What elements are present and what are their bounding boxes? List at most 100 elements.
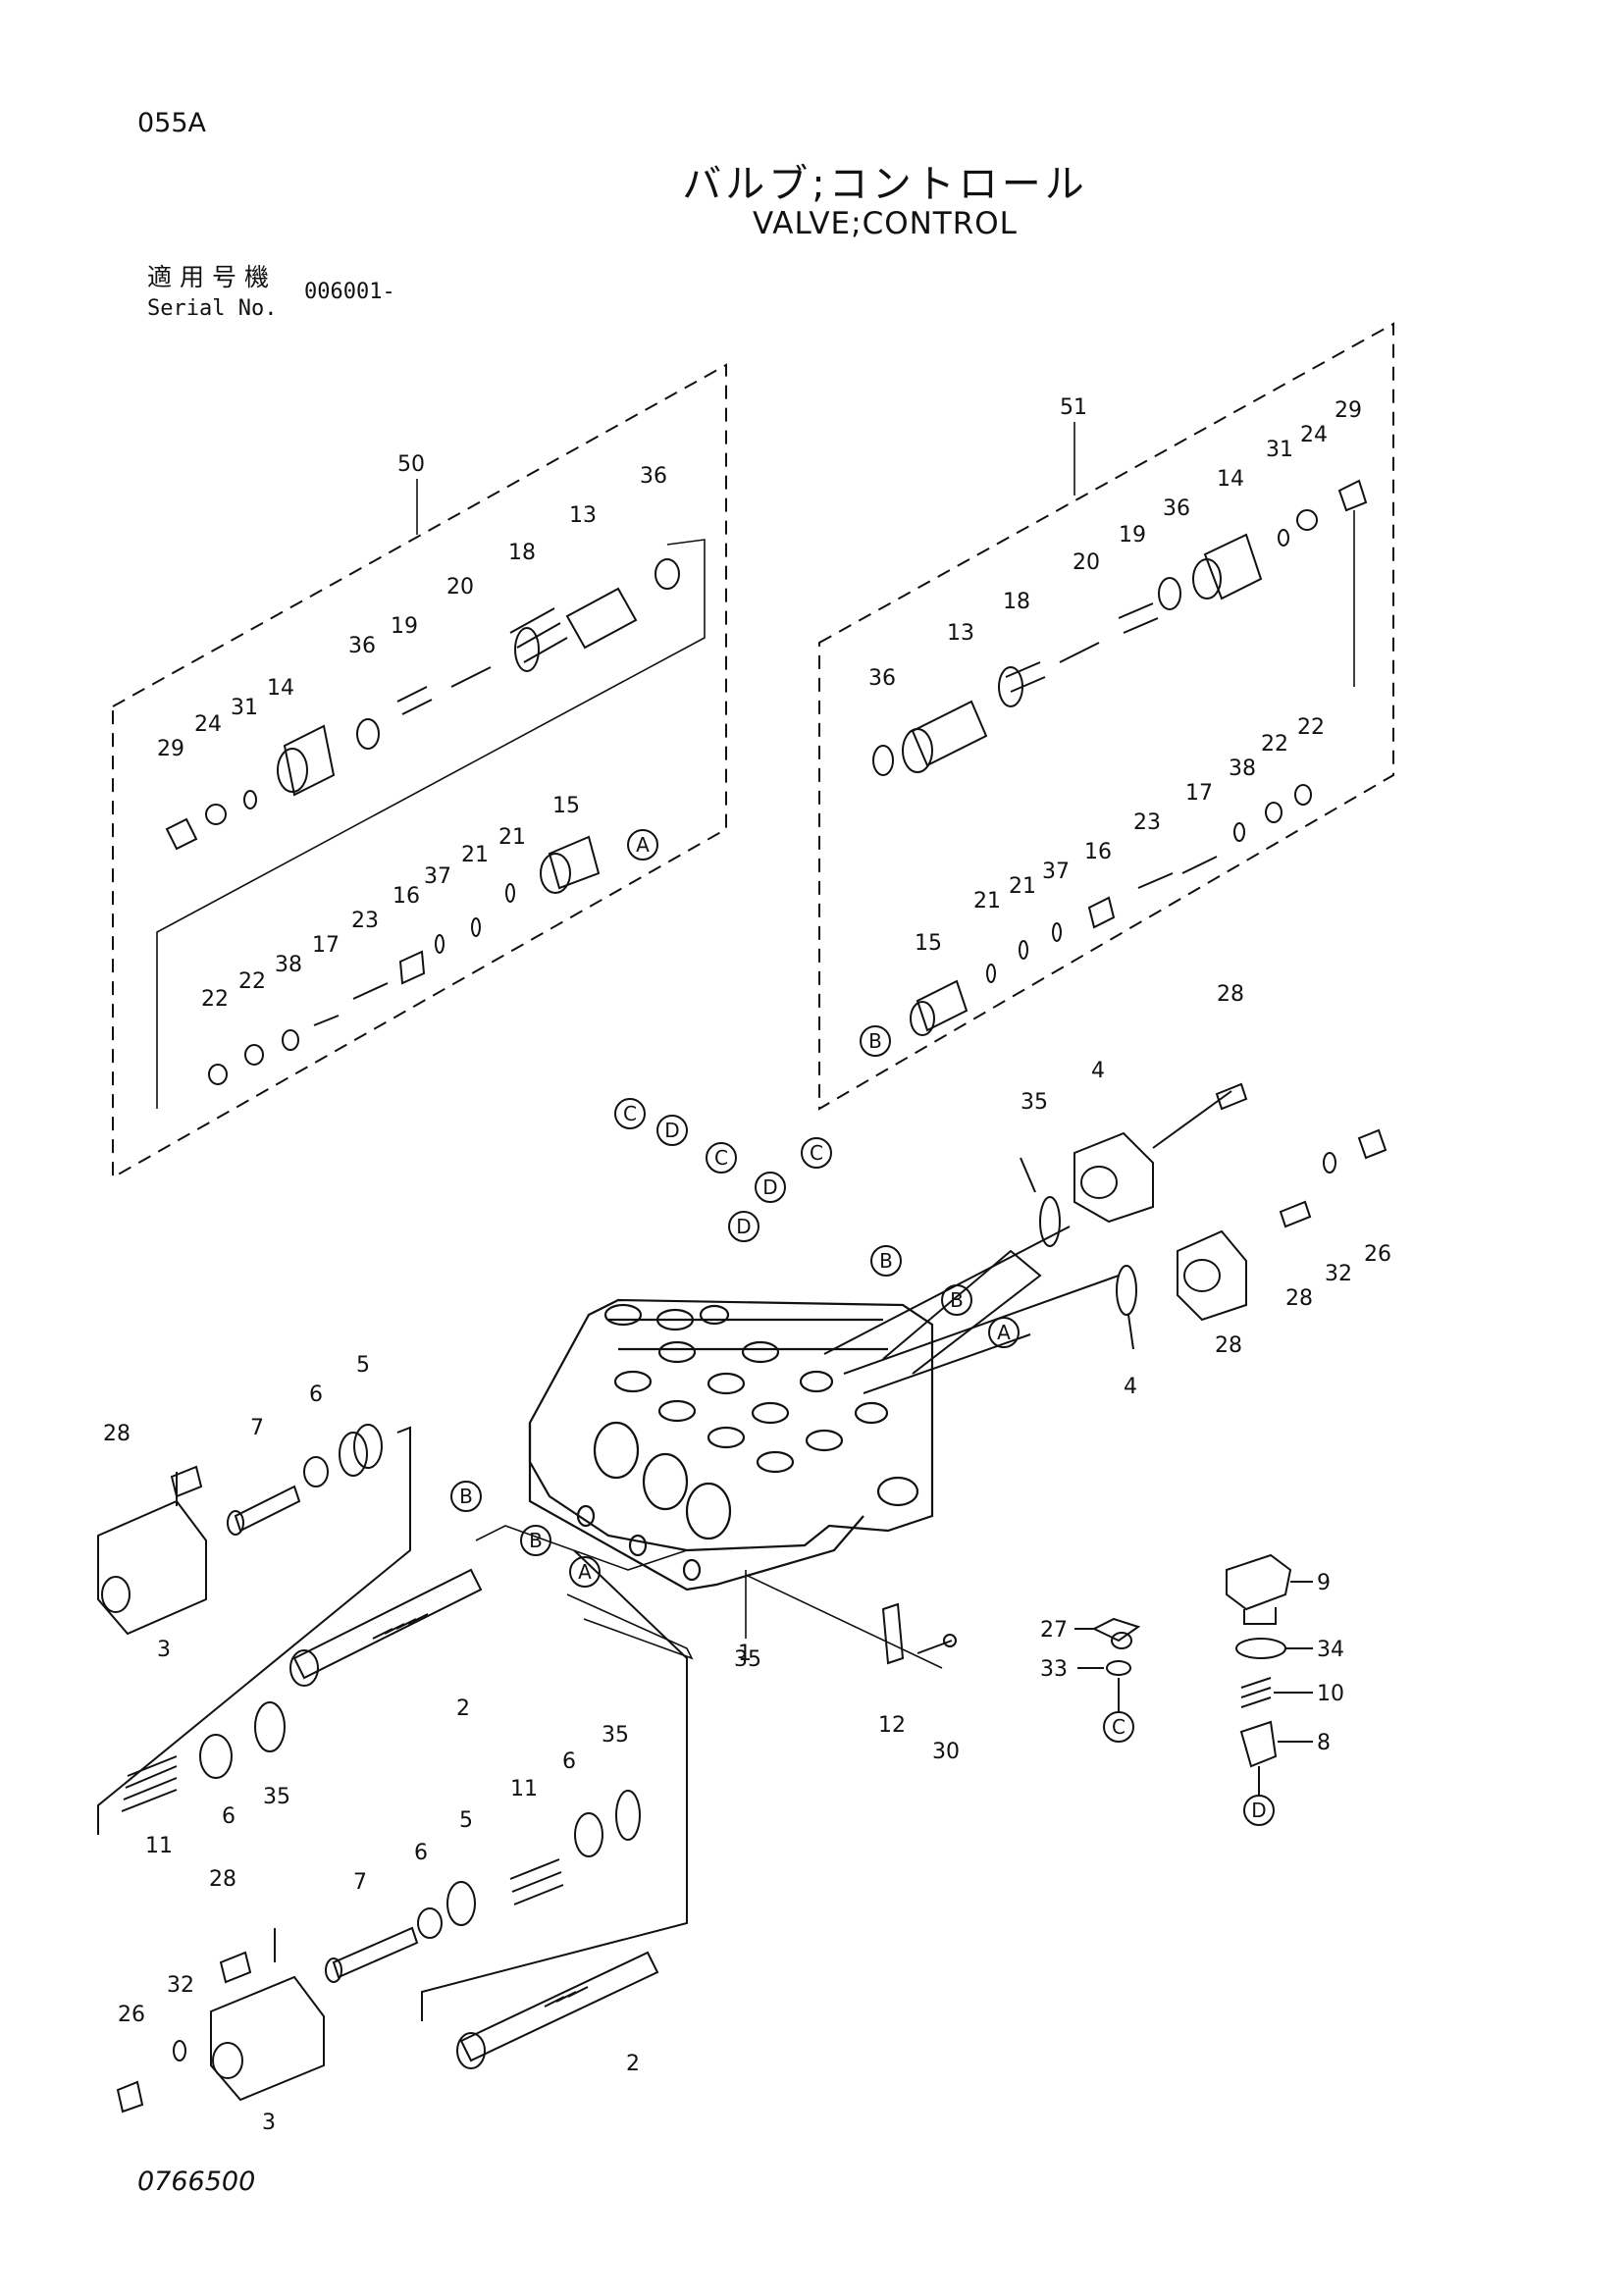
callout: 6 bbox=[414, 1841, 428, 1865]
callout: 22 bbox=[1261, 732, 1288, 757]
callout: 9 bbox=[1317, 1571, 1331, 1595]
marker-letter: C bbox=[810, 1141, 823, 1165]
callout: 14 bbox=[267, 676, 294, 701]
callout: 27 bbox=[1040, 1618, 1068, 1643]
callout: 32 bbox=[1325, 1262, 1352, 1286]
page-code: 055A bbox=[137, 108, 207, 138]
callout: 6 bbox=[309, 1383, 323, 1407]
callout: 16 bbox=[393, 884, 420, 909]
plug-group bbox=[1074, 1553, 1313, 1796]
reference-marker-letters: A B C D C D D C B B A B B A C D bbox=[459, 833, 1267, 1822]
callout: 20 bbox=[1073, 550, 1100, 575]
callout: 29 bbox=[1335, 398, 1362, 423]
callout: 12 bbox=[878, 1713, 906, 1738]
callout: 6 bbox=[562, 1749, 576, 1774]
marker-letter: D bbox=[1251, 1799, 1266, 1822]
callout: 36 bbox=[868, 666, 896, 691]
callout: 37 bbox=[424, 864, 451, 889]
callout: 6 bbox=[222, 1804, 236, 1829]
callout: 28 bbox=[209, 1867, 236, 1892]
callout: 14 bbox=[1217, 467, 1244, 492]
callout: 28 bbox=[103, 1422, 131, 1446]
callout: 28 bbox=[1215, 1333, 1242, 1358]
callout: 36 bbox=[1163, 496, 1190, 521]
marker-letter: D bbox=[664, 1119, 679, 1142]
serial-label-english: Serial No. bbox=[147, 296, 278, 321]
callout: 21 bbox=[973, 889, 1001, 913]
serial-number-range: 006001- bbox=[304, 280, 395, 304]
callout: 13 bbox=[947, 621, 974, 646]
callout: 23 bbox=[1133, 810, 1161, 835]
callout: 15 bbox=[552, 794, 580, 818]
callout: 16 bbox=[1084, 840, 1112, 864]
callout: 32 bbox=[167, 1973, 194, 1998]
marker-letter: B bbox=[529, 1529, 543, 1552]
callout: 35 bbox=[602, 1723, 629, 1748]
callout: 21 bbox=[461, 843, 489, 867]
callout: 20 bbox=[446, 575, 474, 600]
callout: 1 bbox=[738, 1642, 752, 1666]
callout: 5 bbox=[459, 1808, 473, 1833]
callout: 24 bbox=[1300, 423, 1328, 447]
callout: 36 bbox=[640, 464, 667, 489]
callout: 51 bbox=[1060, 395, 1087, 420]
marker-letter: B bbox=[879, 1249, 893, 1273]
callout: 2 bbox=[456, 1696, 470, 1721]
marker-letter: B bbox=[459, 1485, 473, 1508]
callout: 3 bbox=[157, 1638, 171, 1662]
callout: 8 bbox=[1317, 1731, 1331, 1755]
spool-assembly-lower bbox=[116, 1766, 688, 2113]
callout: 35 bbox=[734, 1647, 761, 1672]
marker-letter: C bbox=[623, 1102, 637, 1125]
callout: 4 bbox=[1091, 1059, 1105, 1083]
drawing-number: 0766500 bbox=[137, 2166, 256, 2197]
callout: 23 bbox=[351, 909, 379, 933]
callout: 7 bbox=[250, 1416, 264, 1440]
valve-body bbox=[528, 1298, 934, 1592]
callout: 28 bbox=[1285, 1286, 1313, 1311]
callout: 28 bbox=[1217, 982, 1244, 1007]
callout: 33 bbox=[1040, 1657, 1068, 1682]
callout: 38 bbox=[275, 953, 302, 977]
callout: 10 bbox=[1317, 1682, 1344, 1706]
callout: 31 bbox=[231, 696, 258, 720]
callout: 11 bbox=[145, 1834, 173, 1858]
callout: 30 bbox=[932, 1740, 960, 1764]
kit-50-dashed-frame bbox=[112, 363, 727, 1179]
callout: 22 bbox=[238, 969, 266, 994]
kit-51-parts bbox=[872, 479, 1368, 1036]
marker-letter: B bbox=[950, 1288, 964, 1312]
callout: 38 bbox=[1229, 757, 1256, 781]
marker-letter: C bbox=[1112, 1715, 1126, 1739]
callout: 11 bbox=[510, 1777, 538, 1801]
callout: 21 bbox=[1009, 874, 1036, 899]
callout: 19 bbox=[1119, 523, 1146, 548]
marker-letter: D bbox=[762, 1175, 777, 1199]
reference-marker-circles bbox=[450, 829, 1275, 1826]
marker-letter: A bbox=[997, 1321, 1011, 1344]
callout: 22 bbox=[1297, 715, 1325, 740]
callout: 36 bbox=[348, 634, 376, 658]
callout: 19 bbox=[391, 614, 418, 639]
spool-assembly-upper bbox=[97, 1424, 688, 1864]
callout: 2 bbox=[626, 2052, 640, 2076]
marker-letter: A bbox=[636, 833, 650, 857]
callout: 18 bbox=[1003, 590, 1030, 614]
callout: 18 bbox=[508, 541, 536, 565]
callout: 35 bbox=[1021, 1090, 1048, 1115]
marker-letter: A bbox=[578, 1560, 592, 1584]
callout-numbers: 50 36 13 18 20 19 36 14 31 24 29 15 21 2… bbox=[103, 395, 1391, 2135]
serial-label-japanese: 適用号機 bbox=[147, 263, 278, 291]
marker-letter: D bbox=[736, 1215, 751, 1238]
callout: 50 bbox=[397, 452, 425, 477]
kit-50-parts bbox=[165, 558, 680, 1085]
callout: 17 bbox=[1185, 781, 1213, 806]
callout: 35 bbox=[263, 1785, 290, 1809]
callout: 31 bbox=[1266, 438, 1293, 462]
callout: 26 bbox=[1364, 1242, 1391, 1267]
callout: 4 bbox=[1124, 1375, 1137, 1399]
callout: 24 bbox=[194, 712, 222, 737]
kit-51-dashed-frame bbox=[818, 322, 1394, 1111]
callout: 21 bbox=[498, 825, 526, 850]
title-english: VALVE;CONTROL bbox=[753, 206, 1018, 241]
